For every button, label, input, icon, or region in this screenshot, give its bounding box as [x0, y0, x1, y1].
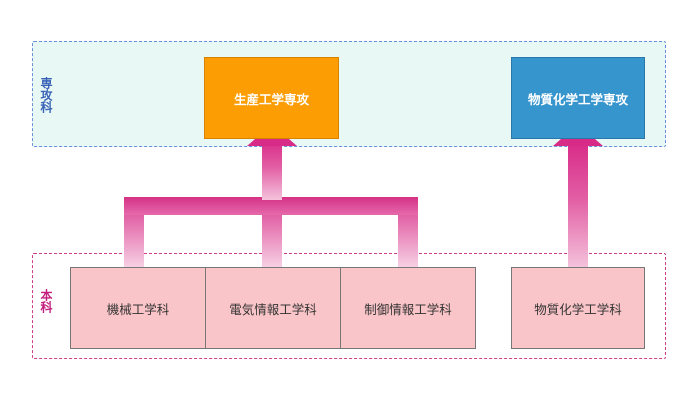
program-label: 生産工学専攻	[233, 91, 309, 107]
merge-bar	[124, 197, 418, 215]
stem-kikai	[124, 212, 144, 268]
department-busshitsu-kagaku: 物質化学工学科	[511, 267, 645, 349]
stem-seigyo	[398, 212, 418, 268]
program-seisan-kogaku: 生産工学専攻	[204, 57, 339, 139]
department-denki-joho: 電気情報工学科	[205, 267, 341, 349]
stem-denki	[262, 212, 282, 268]
department-label: 電気情報工学科	[229, 301, 317, 317]
shaft-busshitsu	[568, 142, 588, 268]
undergraduate-label: 本科	[39, 289, 53, 313]
department-label: 制御情報工学科	[364, 301, 452, 317]
program-busshitsu-kagaku: 物質化学工学専攻	[511, 57, 645, 139]
advanced-course-label: 専攻科	[39, 77, 53, 113]
department-kikai: 機械工学科	[70, 267, 206, 349]
department-label: 物質化学工学科	[534, 301, 622, 317]
department-seigyo-joho: 制御情報工学科	[340, 267, 476, 349]
shaft-seisan	[262, 140, 282, 200]
program-label: 物質化学工学専攻	[527, 91, 628, 107]
department-label: 機械工学科	[106, 301, 170, 317]
